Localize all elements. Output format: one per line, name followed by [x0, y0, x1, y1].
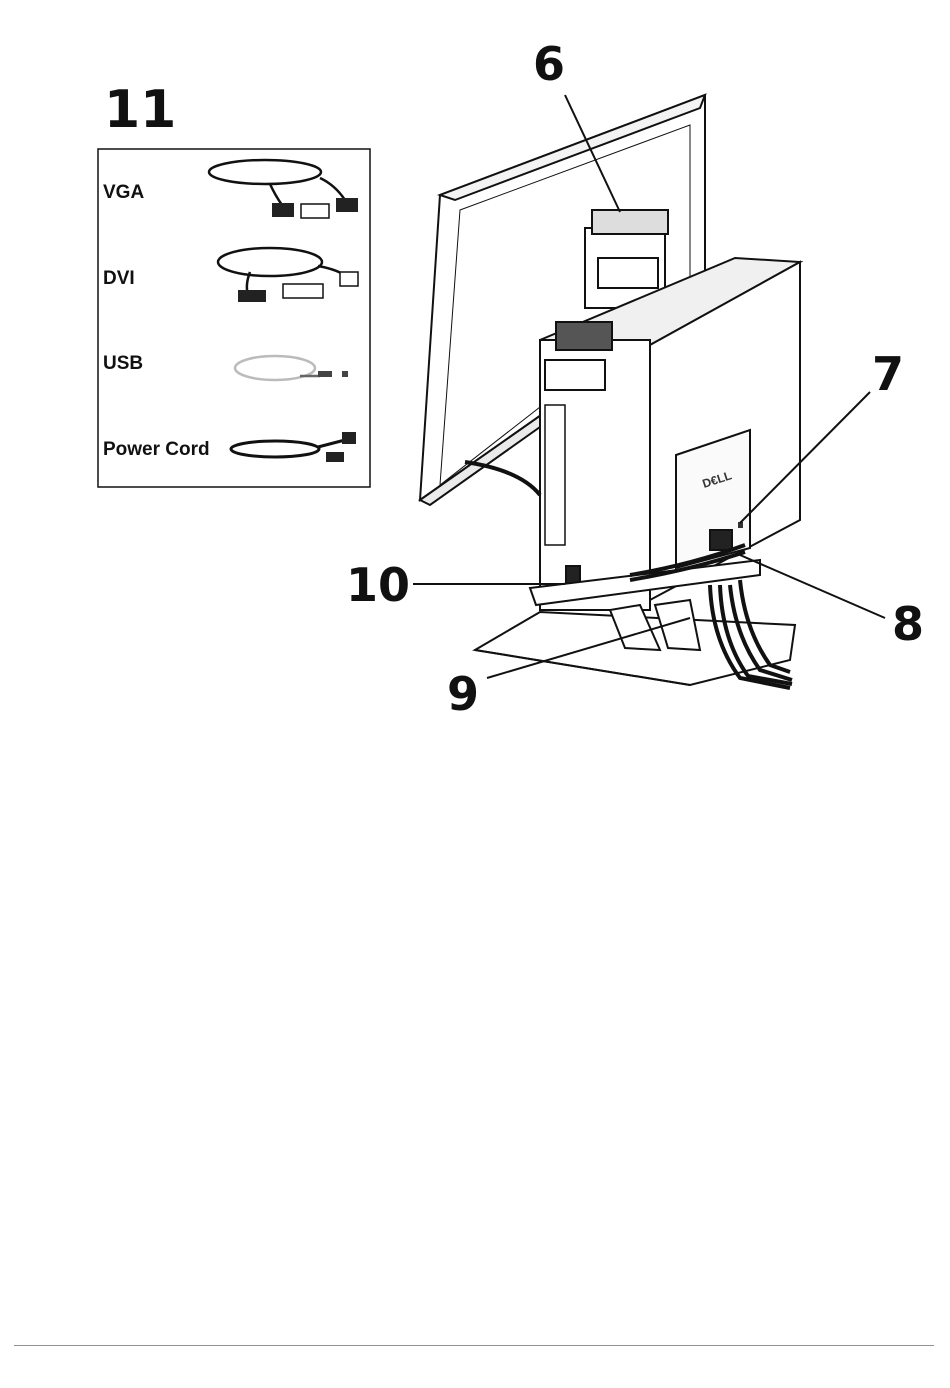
- callout-10: 10: [346, 558, 410, 612]
- usb-label: USB: [103, 353, 143, 374]
- callout-6: 6: [533, 37, 565, 91]
- vga-label: VGA: [103, 182, 144, 203]
- figure-number: 11: [104, 80, 176, 140]
- power-cord-label: Power Cord: [103, 439, 210, 460]
- callout-9: 9: [447, 667, 479, 721]
- footer-divider: [14, 1345, 934, 1346]
- dvi-label: DVI: [103, 268, 135, 289]
- callout-8: 8: [892, 597, 924, 651]
- leader-line-8: [740, 555, 885, 618]
- accessories-panel: VGA DVI USB Power Cord: [98, 149, 370, 487]
- callout-7: 7: [872, 347, 904, 401]
